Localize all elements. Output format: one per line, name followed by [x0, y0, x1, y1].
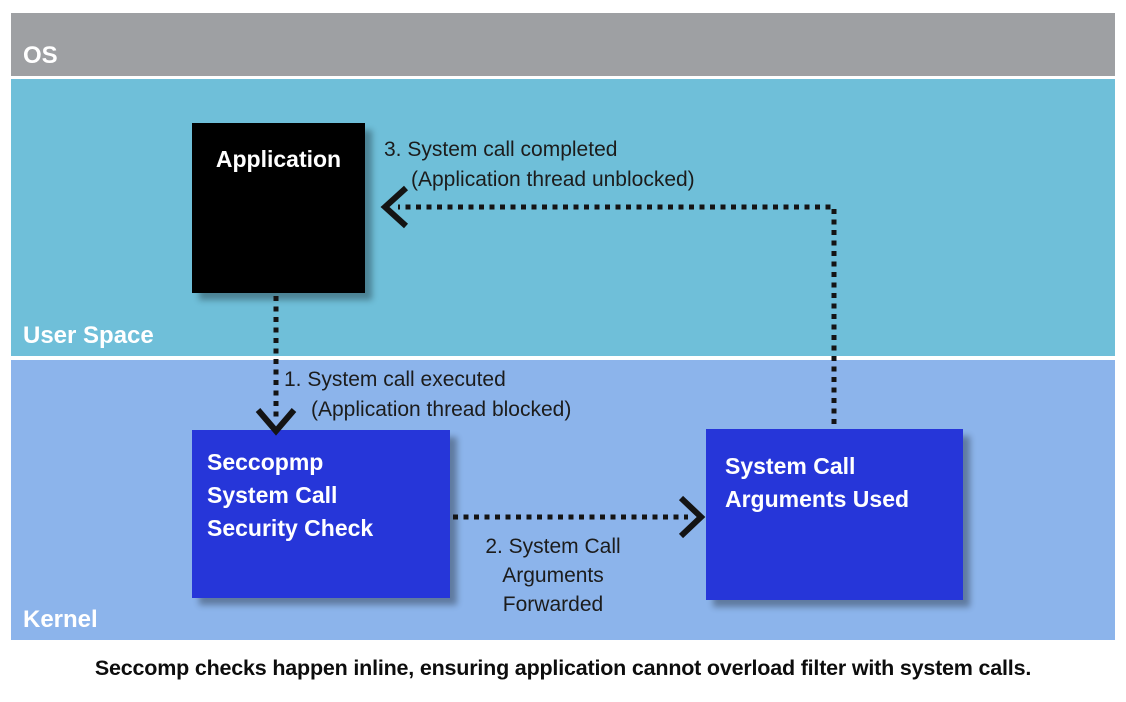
syscall-args-node-label: Arguments Used	[725, 486, 910, 512]
os-region: OS	[11, 13, 1115, 76]
user-space-region: User Space	[11, 79, 1115, 356]
step2-label: 2. System Call Arguments Forwarded	[453, 532, 653, 619]
application-node: Application	[192, 123, 365, 293]
application-node-label: Application	[215, 146, 342, 172]
kernel-region-label: Kernel	[23, 606, 98, 633]
seccomp-check-node-label: Security Check	[207, 515, 374, 541]
step3-label-line: (Application thread unblocked)	[411, 168, 695, 191]
os-region-label: OS	[23, 42, 58, 69]
step1-label-line: 1. System call executed	[284, 368, 506, 391]
step2-label-line: Forwarded	[502, 593, 604, 616]
diagram-caption: Seccomp checks happen inline, ensuring a…	[94, 656, 1032, 680]
seccomp-check-node-label: System Call	[207, 482, 338, 508]
step2-label-line: Arguments	[502, 564, 604, 587]
seccomp-check-node-label: Seccopmp	[207, 449, 324, 475]
step1-label: 1. System call executed (Application thr…	[284, 365, 571, 425]
seccomp-check-node: Seccopmp System Call Security Check	[192, 430, 450, 598]
step3-label: 3. System call completed (Application th…	[384, 135, 695, 195]
step1-label-line: (Application thread blocked)	[311, 398, 572, 421]
step2-label-line: 2. System Call	[485, 535, 621, 558]
syscall-args-node-label: System Call	[725, 453, 856, 479]
step3-label-line: 3. System call completed	[384, 138, 618, 161]
syscall-args-node: System Call Arguments Used	[706, 429, 963, 600]
user-space-region-label: User Space	[23, 322, 154, 349]
